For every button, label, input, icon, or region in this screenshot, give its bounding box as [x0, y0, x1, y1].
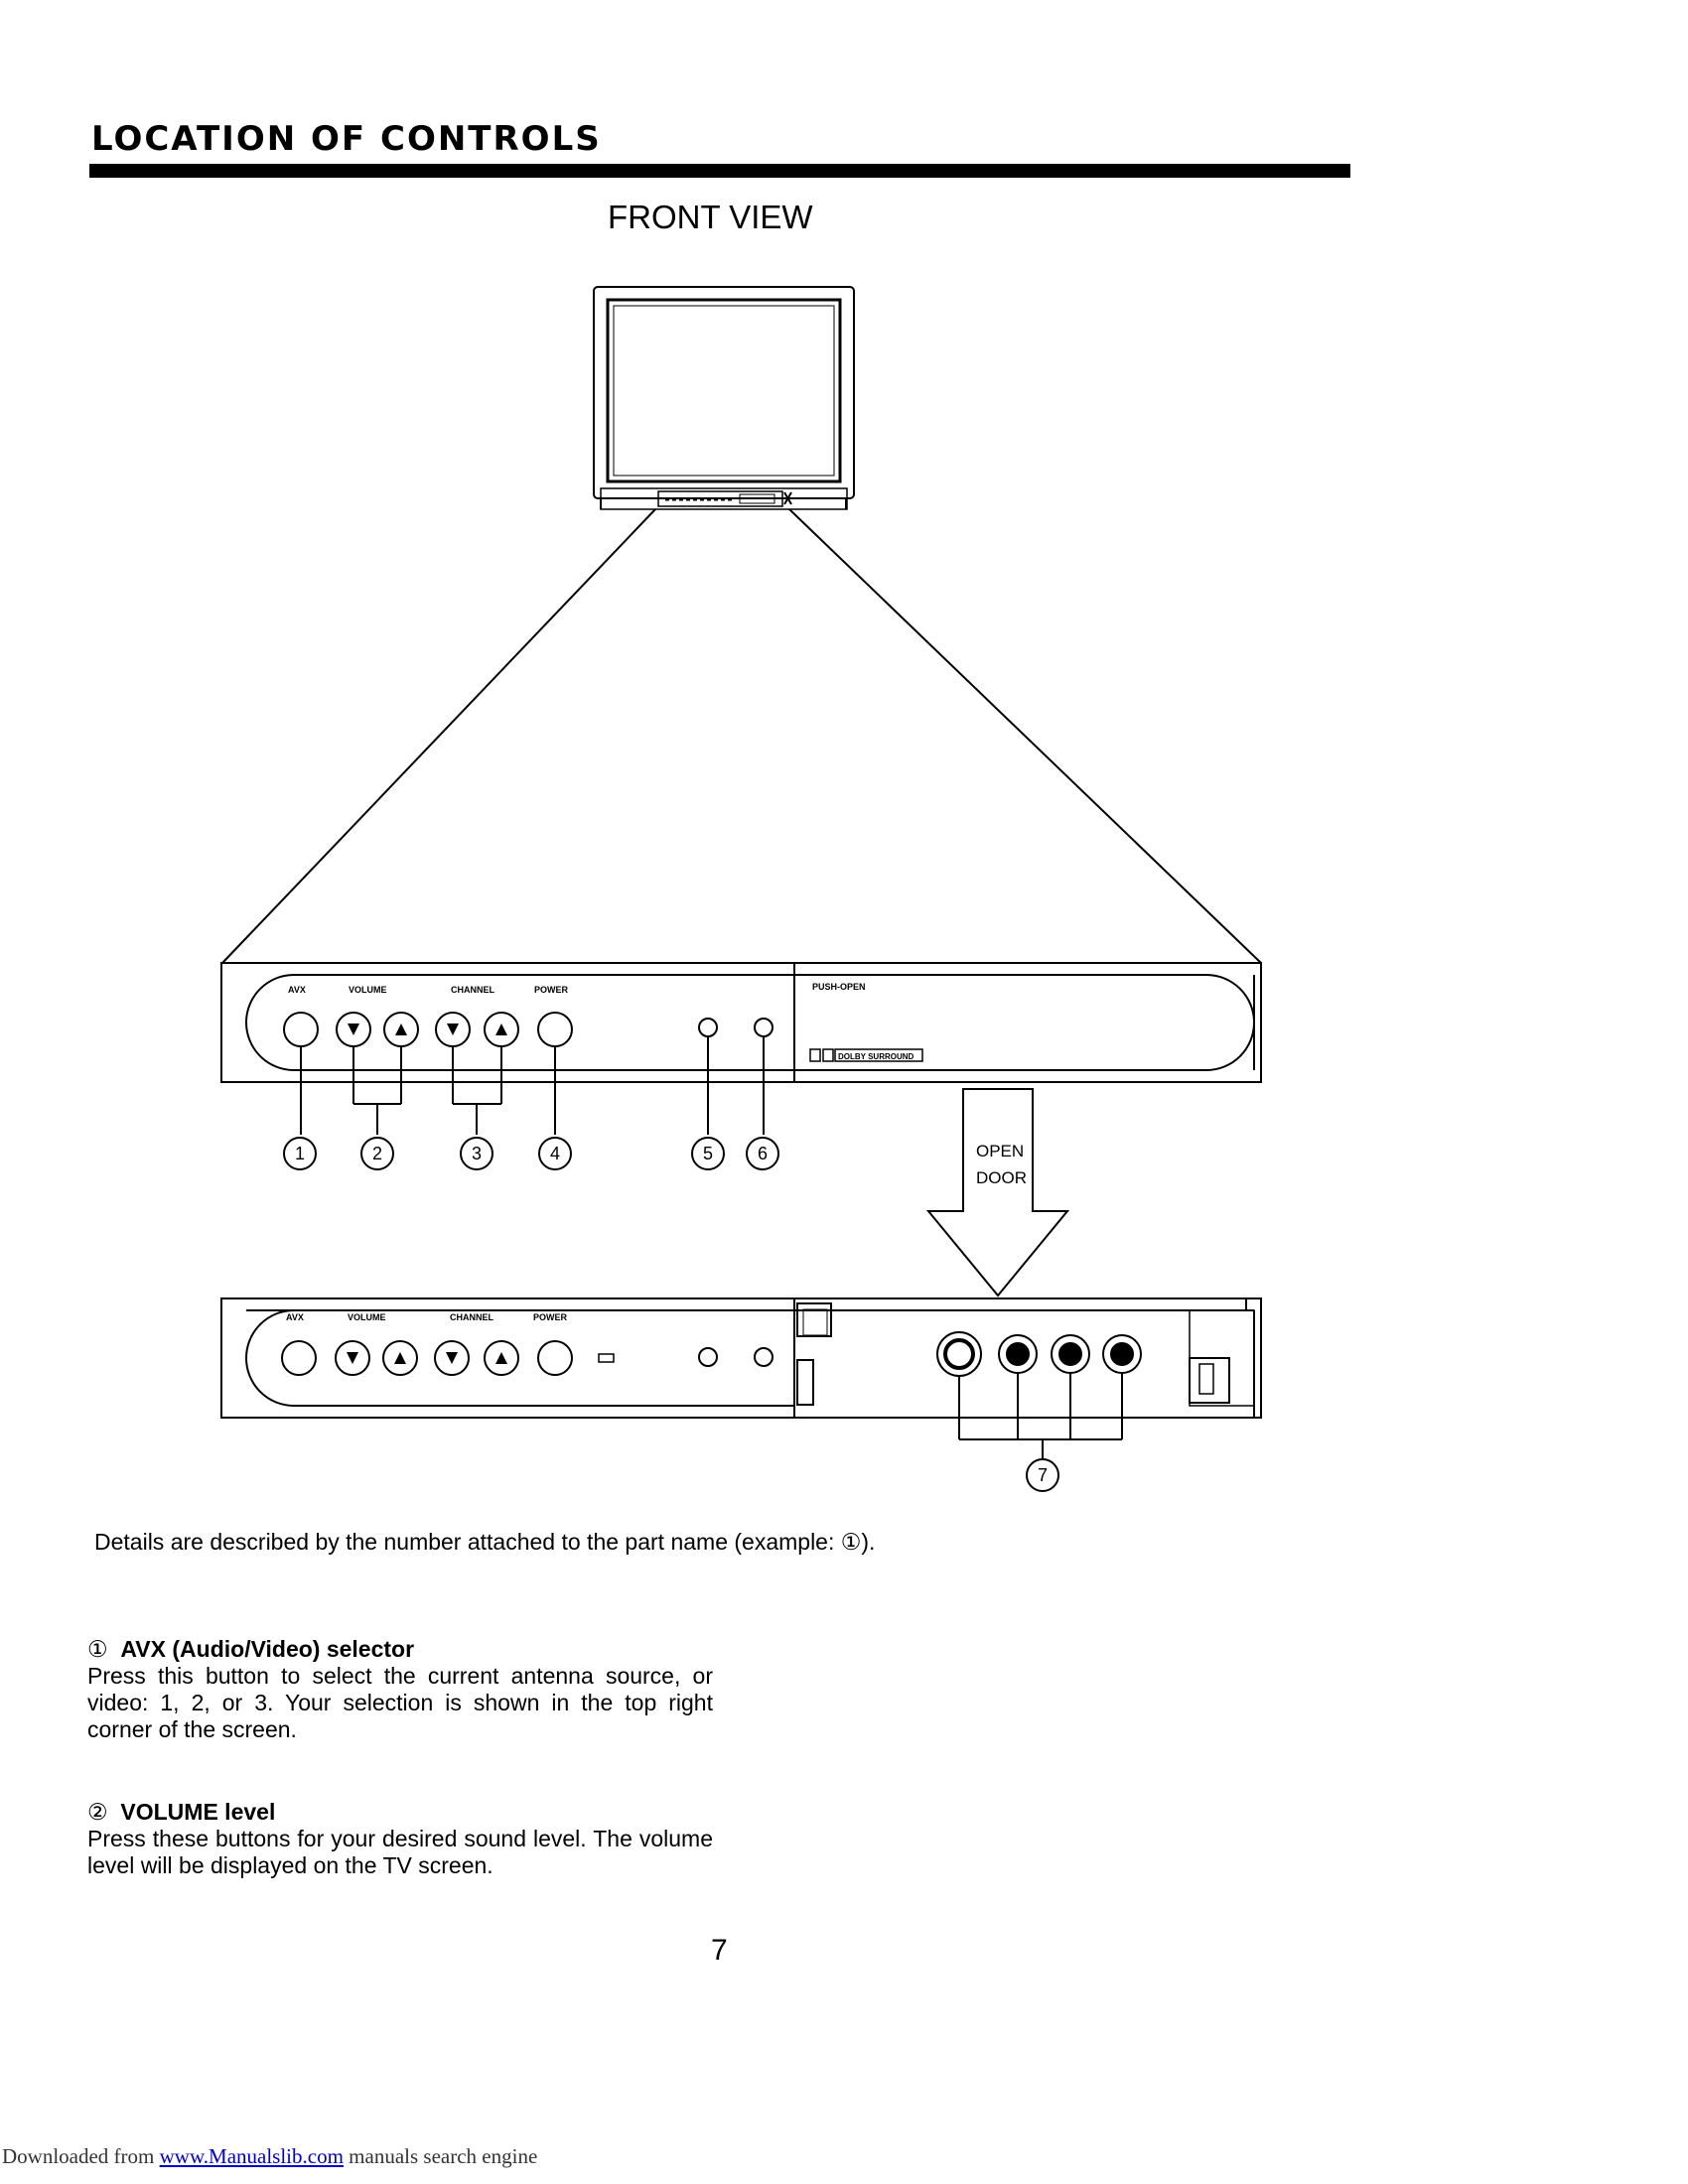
- section-volume-marker: ②: [87, 1799, 108, 1825]
- section-volume: ② VOLUME level Press these buttons for y…: [87, 1799, 713, 1879]
- indicator-5: [698, 1018, 718, 1037]
- label-avx: AVX: [288, 985, 306, 995]
- channel-up-button-2[interactable]: [484, 1340, 519, 1376]
- footer-suffix: manuals search engine: [343, 2144, 538, 2168]
- callout-2-circle: [360, 1137, 394, 1170]
- callout-5: 5: [703, 1144, 713, 1163]
- callout-7: 7: [1038, 1465, 1048, 1485]
- avx-button-2[interactable]: [281, 1340, 317, 1376]
- callout-1: 1: [295, 1144, 305, 1163]
- arrow-text-door: DOOR: [976, 1168, 1027, 1187]
- view-title: FRONT VIEW: [608, 199, 813, 235]
- section-avx-body: Press this button to select the current …: [87, 1663, 713, 1742]
- panel-closed: [220, 962, 1262, 1170]
- open-door-arrow: [925, 1088, 1070, 1297]
- tv-illustration: [593, 286, 855, 510]
- callout-2: 2: [372, 1144, 382, 1163]
- label-channel-2: CHANNEL: [450, 1312, 494, 1322]
- power-button[interactable]: [537, 1012, 573, 1047]
- indicator-6: [754, 1018, 774, 1037]
- channel-down-button-2[interactable]: [434, 1340, 470, 1376]
- av-jacks: [936, 1331, 1142, 1377]
- label-volume-2: VOLUME: [348, 1312, 386, 1322]
- panel-dolby-logo: [809, 1048, 923, 1062]
- footer-prefix: Downloaded from: [2, 2144, 160, 2168]
- callout-1-circle: [283, 1137, 317, 1170]
- section-volume-header: ② VOLUME level: [87, 1799, 713, 1826]
- arrow-text-open: OPEN: [976, 1142, 1024, 1160]
- label-power-2: POWER: [533, 1312, 568, 1322]
- description-note: Details are described by the number atta…: [94, 1529, 876, 1555]
- label-avx-2: AVX: [286, 1312, 304, 1322]
- heading-rule: [89, 164, 1350, 178]
- callout-3-circle: [460, 1137, 493, 1170]
- panel-open: [220, 1297, 1262, 1492]
- section-avx-header: ① AVX (Audio/Video) selector: [87, 1636, 713, 1663]
- label-channel: CHANNEL: [451, 985, 495, 995]
- section-avx-title: AVX (Audio/Video) selector: [120, 1636, 415, 1662]
- section-avx-marker: ①: [87, 1636, 108, 1662]
- callout-7-circle: [1026, 1458, 1059, 1492]
- callout-5-circle: [691, 1137, 725, 1170]
- label-power: POWER: [534, 985, 569, 995]
- section-avx: ① AVX (Audio/Video) selector Press this …: [87, 1636, 713, 1743]
- power-button-2[interactable]: [537, 1340, 573, 1376]
- callout-4-circle: [538, 1137, 572, 1170]
- callout-4: 4: [550, 1144, 560, 1163]
- section-volume-title: VOLUME level: [120, 1799, 276, 1825]
- callout-6-circle: [746, 1137, 779, 1170]
- label-volume: VOLUME: [349, 985, 387, 995]
- footer-link[interactable]: www.Manualslib.com: [159, 2144, 344, 2168]
- callout-3: 3: [472, 1144, 482, 1163]
- volume-up-button-2[interactable]: [382, 1340, 418, 1376]
- page-heading: LOCATION OF CONTROLS: [91, 119, 602, 159]
- panel-buttons: [283, 1012, 774, 1047]
- dolby-logo-text: DOLBY SURROUND: [838, 1052, 914, 1061]
- section-volume-body: Press these buttons for your desired sou…: [87, 1826, 713, 1878]
- page-number: 7: [711, 1934, 728, 1967]
- label-push-open: PUSH-OPEN: [812, 982, 866, 992]
- avx-button[interactable]: [283, 1012, 319, 1047]
- footer: Downloaded from www.Manualslib.com manua…: [2, 2144, 537, 2169]
- callout-6: 6: [758, 1144, 768, 1163]
- volume-down-button-2[interactable]: [335, 1340, 370, 1376]
